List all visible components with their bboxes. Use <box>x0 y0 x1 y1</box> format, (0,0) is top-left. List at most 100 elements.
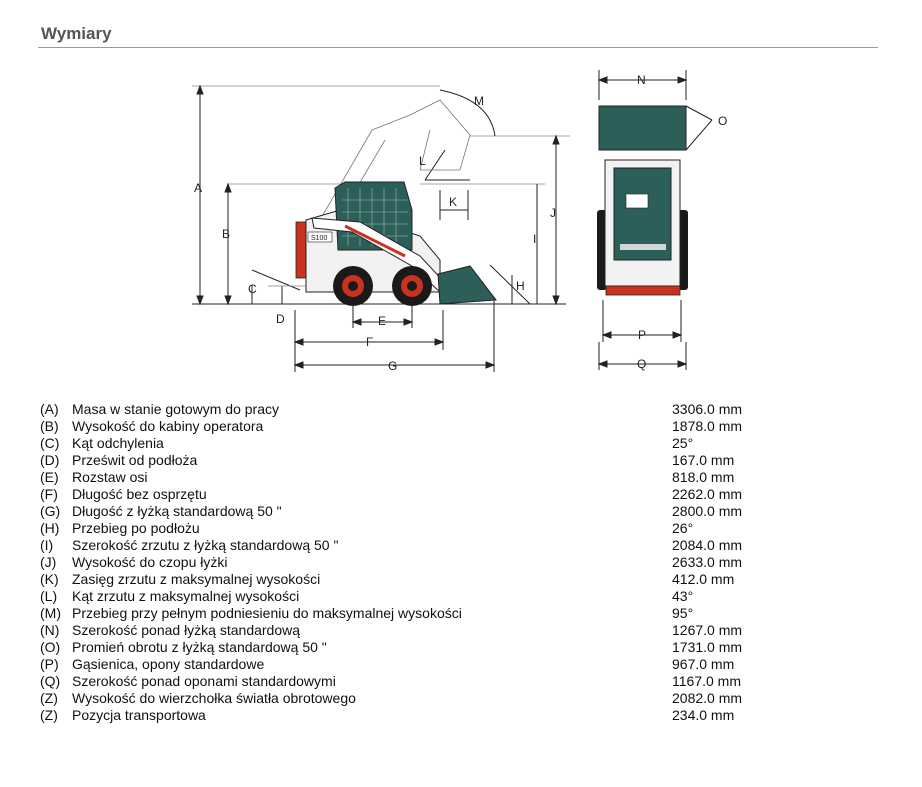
dim-label-j: J <box>550 206 556 220</box>
spec-label: Szerokość zrzutu z łyżką standardową 50 … <box>72 537 339 553</box>
spec-label: Promień obrotu z łyżką standardową 50 " <box>72 639 327 655</box>
dim-label-p: P <box>638 328 646 342</box>
skid-steer-side: S100 <box>295 181 497 306</box>
spec-label: Wysokość do czopu łyżki <box>72 554 228 570</box>
dim-label-e: E <box>378 314 386 328</box>
spec-row: (A) Masa w stanie gotowym do pracy 3306.0 … <box>40 401 760 418</box>
spec-row: (M) Przebieg przy pełnym podniesieniu do … <box>40 605 760 622</box>
spec-code: (N) <box>40 622 60 638</box>
spec-row: (D) Prześwit od podłoża 167.0 mm <box>40 452 760 469</box>
spec-code: (M) <box>40 605 61 621</box>
front-view <box>597 70 713 370</box>
spec-code: (Z) <box>40 690 58 706</box>
spec-label: Rozstaw osi <box>72 469 148 485</box>
spec-row: (G) Długość z łyżką standardową 50 " 2800.… <box>40 503 760 520</box>
spec-row: (I) Szerokość zrzutu z łyżką standardową … <box>40 537 760 554</box>
spec-value: 1167.0 mm <box>672 673 741 689</box>
spec-code: (A) <box>40 401 59 417</box>
spec-label: Prześwit od podłoża <box>72 452 198 468</box>
spec-row: (Z) Wysokość do wierzchołka światła obrot… <box>40 690 760 707</box>
spec-value: 1878.0 mm <box>672 418 743 434</box>
spec-value: 412.0 mm <box>672 571 735 587</box>
spec-value: 2084.0 mm <box>672 537 743 553</box>
spec-label: Masa w stanie gotowym do pracy <box>72 401 279 417</box>
dim-label-h: H <box>516 279 525 293</box>
spec-code: (Q) <box>40 673 61 689</box>
specs-table-body: (A) Masa w stanie gotowym do pracy 3306.0 … <box>40 401 760 724</box>
spec-label: Szerokość ponad łyżką standardową <box>72 622 301 638</box>
spec-label: Kąt zrzutu z maksymalnej wysokości <box>72 588 300 604</box>
spec-code: (P) <box>40 656 59 672</box>
spec-code: (I) <box>40 537 54 553</box>
spec-value: 2800.0 mm <box>672 503 743 519</box>
spec-code: (G) <box>40 503 61 519</box>
spec-value: 167.0 mm <box>672 452 735 468</box>
spec-value: 2262.0 mm <box>672 486 743 502</box>
spec-row: (E) Rozstaw osi 818.0 mm <box>40 469 760 486</box>
spec-label: Przebieg przy pełnym podniesieniu do mak… <box>72 605 462 621</box>
spec-row: (F) Długość bez osprzętu 2262.0 mm <box>40 486 760 503</box>
dim-label-c: C <box>248 282 257 296</box>
spec-row: (P) Gąsienica, opony standardowe 967.0 mm <box>40 656 760 673</box>
spec-row: (Z) Pozycja transportowa 234.0 mm <box>40 707 760 724</box>
title-divider <box>38 47 878 48</box>
spec-label: Zasięg zrzutu z maksymalnej wysokości <box>72 571 321 587</box>
dim-label-i: I <box>533 232 536 246</box>
spec-code: (Z) <box>40 707 58 723</box>
spec-row: (B) Wysokość do kabiny operatora 1878.0 mm <box>40 418 760 435</box>
dimensions-diagram: S100 A B C D E F G H I J K L M <box>192 70 727 373</box>
spec-code: (C) <box>40 435 60 451</box>
spec-code: (E) <box>40 469 59 485</box>
spec-code: (K) <box>40 571 59 587</box>
spec-value: 967.0 mm <box>672 656 735 672</box>
dim-label-a: A <box>194 181 202 195</box>
spec-value: 818.0 mm <box>672 469 735 485</box>
machine-badge: S100 <box>311 235 327 242</box>
page-title: Wymiary <box>41 24 112 43</box>
spec-label: Długość z łyżką standardową 50 " <box>72 503 282 519</box>
spec-value: 43° <box>672 588 694 604</box>
dim-label-l: L <box>419 154 426 168</box>
spec-code: (L) <box>40 588 58 604</box>
spec-value: 1731.0 mm <box>672 639 743 655</box>
spec-label: Wysokość do kabiny operatora <box>72 418 264 434</box>
spec-label: Długość bez osprzętu <box>72 486 207 502</box>
spec-label: Wysokość do wierzchołka światła obrotowe… <box>72 690 356 706</box>
side-view <box>192 84 570 372</box>
spec-code: (F) <box>40 486 58 502</box>
spec-row: (J) Wysokość do czopu łyżki 2633.0 mm <box>40 554 760 571</box>
spec-label: Szerokość ponad oponami standardowymi <box>72 673 336 689</box>
spec-code: (H) <box>40 520 60 536</box>
spec-value: 2633.0 mm <box>672 554 743 570</box>
spec-value: 234.0 mm <box>672 707 735 723</box>
spec-row: (K) Zasięg zrzutu z maksymalnej wysokości… <box>40 571 760 588</box>
spec-row: (N) Szerokość ponad łyżką standardową 1267… <box>40 622 760 639</box>
skid-steer-front <box>597 105 688 296</box>
dim-label-o: O <box>718 114 727 128</box>
spec-value: 3306.0 mm <box>672 401 743 417</box>
dim-label-m: M <box>474 94 484 108</box>
dim-label-q: Q <box>637 357 646 371</box>
dim-label-k: K <box>449 195 457 209</box>
spec-label: Przebieg po podłożu <box>72 520 200 536</box>
dim-label-f: F <box>366 335 373 349</box>
dim-label-g: G <box>388 359 397 373</box>
spec-code: (J) <box>40 554 57 570</box>
spec-value: 1267.0 mm <box>672 622 743 638</box>
specs-table: (A) Masa w stanie gotowym do pracy 3306.0 … <box>40 401 760 724</box>
spec-row: (O) Promień obrotu z łyżką standardową 50… <box>40 639 760 656</box>
spec-code: (B) <box>40 418 59 434</box>
dim-label-n: N <box>637 73 646 87</box>
spec-value: 2082.0 mm <box>672 690 743 706</box>
dim-label-d: D <box>276 312 285 326</box>
spec-value: 95° <box>672 605 694 621</box>
spec-value: 25° <box>672 435 694 451</box>
spec-label: Gąsienica, opony standardowe <box>72 656 265 672</box>
spec-label: Pozycja transportowa <box>72 707 206 723</box>
spec-code: (O) <box>40 639 61 655</box>
spec-row: (Q) Szerokość ponad oponami standardowymi… <box>40 673 760 690</box>
dim-label-b: B <box>222 227 230 241</box>
spec-code: (D) <box>40 452 60 468</box>
